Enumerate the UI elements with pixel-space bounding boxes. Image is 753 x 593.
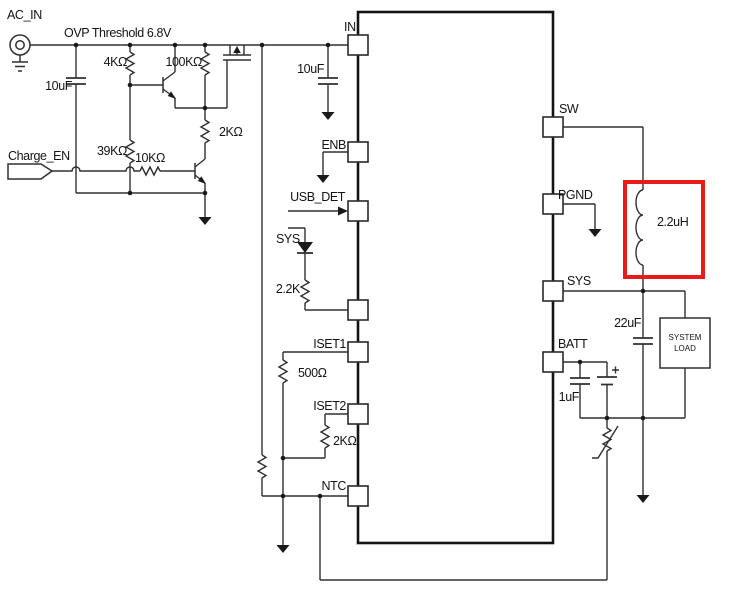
pin-square-sw	[542, 116, 564, 138]
system-load-block: SYSTEM LOAD	[659, 317, 711, 369]
gnd-icon	[316, 175, 330, 183]
pin-square-iset2	[347, 403, 369, 425]
ac-in-connector	[9, 34, 31, 72]
bjt-ovp	[162, 71, 176, 99]
pin-square-iset1	[347, 341, 369, 363]
highlight-box	[623, 180, 705, 279]
resistor-2k2-label: 2.2K	[276, 282, 301, 296]
resistor-100k-label: 100KΩ	[165, 55, 202, 69]
pin-square-unlabeled	[347, 299, 369, 321]
bjt-enable	[194, 158, 206, 193]
charge-en-wire	[52, 166, 140, 172]
resistor-500-label: 500Ω	[298, 366, 327, 380]
ic-pins	[347, 34, 564, 507]
pin-square-batt	[542, 351, 564, 373]
cap-1uf-label: 1uF	[559, 390, 580, 404]
gnd-icon	[198, 217, 212, 225]
pin-label-pgnd: PGND	[558, 188, 593, 202]
gnd-icon	[276, 545, 290, 553]
pin-label-batt: BATT	[558, 337, 588, 351]
resistor-2k-iset2-label: 2KΩ	[333, 434, 356, 448]
battery-plus-icon	[612, 366, 619, 374]
pin-square-enb	[347, 141, 369, 163]
ntc-thermistor-stroke	[592, 425, 619, 459]
ovp-threshold-label: OVP Threshold 6.8V	[64, 26, 172, 40]
resistor-2k-gate	[199, 119, 211, 144]
resistor-4k	[124, 51, 136, 76]
resistor-39k	[124, 139, 136, 164]
pin-square-ntc	[347, 485, 369, 507]
net-label-sys: SYS	[276, 232, 300, 246]
gnd-icon	[588, 229, 602, 237]
gnd-icon	[636, 495, 650, 503]
pin-label-in: IN	[344, 20, 356, 34]
pin-label-sys: SYS	[567, 274, 591, 288]
bjt1-emitter-arrow	[167, 91, 176, 99]
resistor-39k-label: 39KΩ	[97, 144, 127, 158]
charge-en-connector	[7, 163, 54, 180]
cap-10uf-input	[66, 77, 86, 85]
pin-label-enb: ENB	[321, 138, 346, 152]
pin-label-sw: SW	[559, 102, 579, 116]
resistor-2k-iset2	[319, 424, 331, 449]
pin-square-sys	[542, 280, 564, 302]
cap-10uf-ic-label: 10uF	[297, 62, 325, 76]
cap-22uf-label: 22uF	[614, 316, 642, 330]
wires	[30, 44, 686, 581]
cap-22uf	[633, 337, 653, 345]
pin-square-in	[347, 34, 369, 56]
system-load-label-2: LOAD	[674, 344, 696, 353]
sys-diode	[297, 242, 313, 254]
resistor-2k2-sys	[299, 279, 311, 304]
pin-label-iset2: ISET2	[313, 399, 346, 413]
capacitors	[66, 77, 653, 386]
resistor-500	[277, 359, 289, 384]
ntc-thermistor	[601, 427, 613, 452]
resistor-10k	[139, 165, 161, 177]
resistor-10k-label: 10KΩ	[135, 151, 165, 165]
system-load-label-1: SYSTEM	[669, 333, 702, 342]
labels: AC_IN OVP Threshold 6.8V 10uF 4KΩ 100KΩ …	[7, 8, 689, 448]
net-label-ac-in: AC_IN	[7, 8, 42, 22]
pin-label-iset1: ISET1	[313, 337, 346, 351]
gnd-icon	[321, 112, 335, 120]
resistor-100k	[199, 51, 211, 76]
pin-square-usb-det	[347, 200, 369, 222]
junction-dots	[73, 42, 646, 499]
pin-square-pgnd	[542, 193, 564, 215]
charger-ic-body	[356, 10, 555, 545]
bjt2-emitter-arrow	[197, 176, 206, 184]
cap-10uf-ic	[318, 77, 338, 85]
cap-10uf-input-label: 10uF	[45, 79, 73, 93]
resistor-4k-label: 4KΩ	[104, 55, 127, 69]
resistor-2k-gate-label: 2KΩ	[219, 125, 242, 139]
resistor-pullup	[256, 454, 268, 479]
pin-label-ntc: NTC	[322, 479, 347, 493]
usb-det-arrow-icon	[338, 206, 348, 216]
inductor-coil	[635, 189, 644, 266]
net-label-charge-en: Charge_EN	[8, 149, 70, 163]
resistors	[124, 51, 619, 479]
inductor-label: 2.2uH	[657, 215, 689, 229]
battery-symbol	[597, 376, 617, 386]
pin-label-usb-det: USB_DET	[290, 190, 346, 204]
cap-1uf	[570, 377, 590, 385]
fet-arrow-icon	[233, 46, 241, 53]
pin-labels: IN ENB USB_DET ISET1 ISET2 NTC SW PGND S…	[290, 20, 593, 493]
pmos-fet	[223, 45, 251, 61]
ground-symbols	[198, 112, 650, 553]
